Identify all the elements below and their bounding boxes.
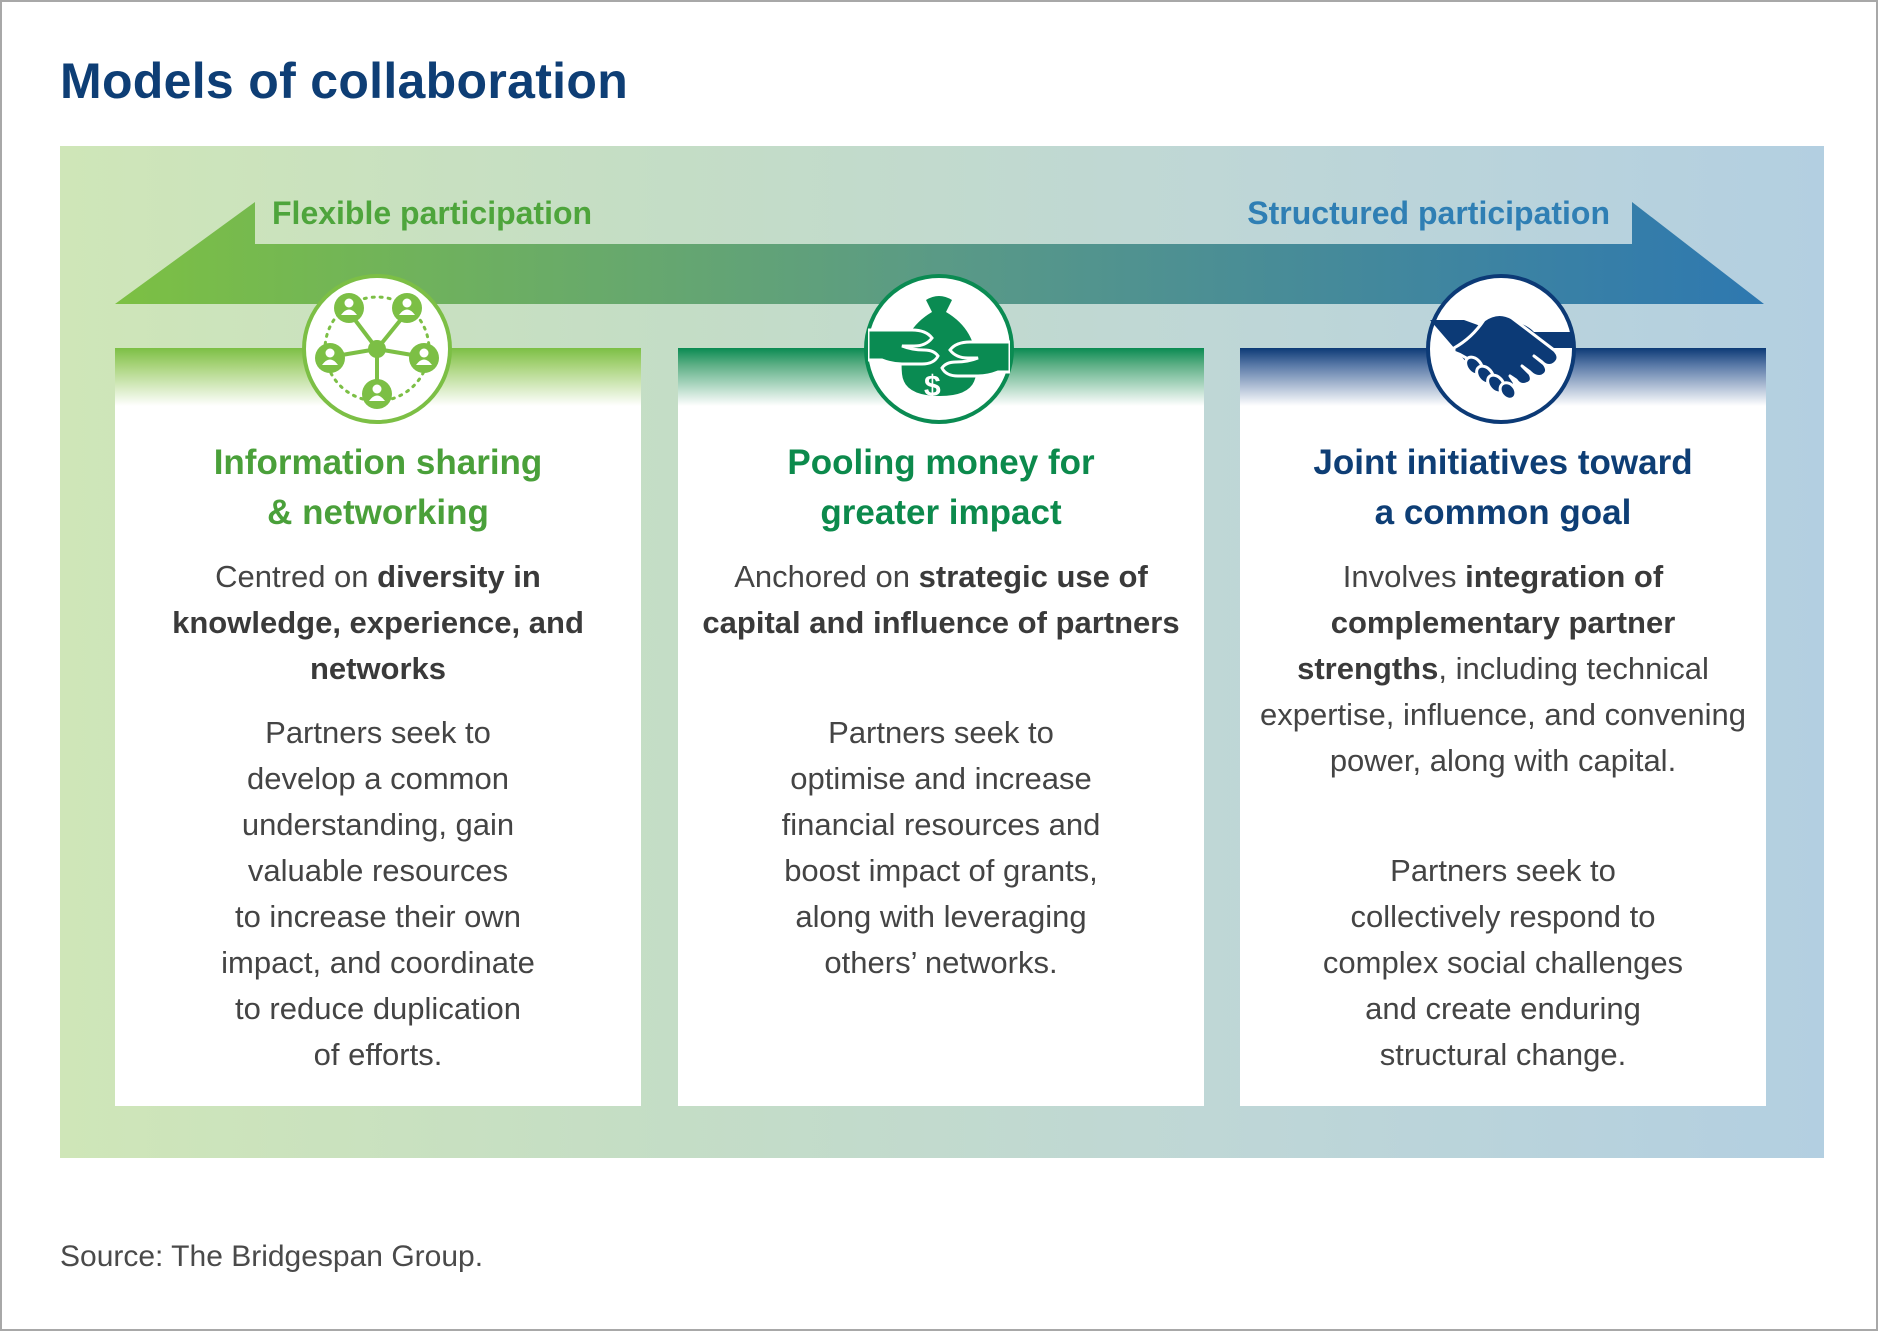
- model-focus: Anchored on strategic use of capital and…: [692, 554, 1190, 646]
- focus-bold: integration of complementary partner str…: [1297, 559, 1676, 686]
- model-description: Partners seek to develop a common unders…: [221, 715, 535, 1072]
- focus-prefix: Involves: [1342, 559, 1466, 594]
- focus-bold: strategic use of capital and influence o…: [702, 559, 1180, 640]
- focus-suffix: , including technical expertise, influen…: [1260, 651, 1746, 778]
- structured-participation-label: Structured participation: [1247, 195, 1610, 231]
- network-people-icon: [302, 274, 452, 424]
- model-description: Partners seek to collectively respond to…: [1322, 853, 1684, 1072]
- focus-bold: diversity in knowledge, experience, and …: [172, 559, 584, 686]
- source-note: Source: The Bridgespan Group.: [60, 1240, 484, 1273]
- model-card-pooling-money: Pooling money for greater impact Anchore…: [678, 348, 1204, 1106]
- focus-prefix: Anchored on: [734, 559, 919, 594]
- model-card-information-sharing: Information sharing & networking Centred…: [115, 348, 641, 1106]
- model-heading: Joint initiatives toward a common goal: [1313, 443, 1693, 532]
- flexible-participation-label: Flexible participation: [272, 195, 593, 231]
- model-description: Partners seek to optimise and increase f…: [781, 715, 1101, 980]
- model-heading: Information sharing & networking: [213, 443, 543, 532]
- handshake-icon: [1426, 274, 1576, 424]
- focus-prefix: Centred on: [215, 559, 378, 594]
- money-bag-hands-icon: $: [864, 274, 1014, 424]
- model-focus: Centred on diversity in knowledge, exper…: [129, 554, 627, 692]
- page-title: Models of collaboration: [60, 53, 629, 109]
- model-heading: Pooling money for greater impact: [787, 443, 1095, 532]
- model-focus: Involves integration of complementary pa…: [1254, 554, 1752, 784]
- double-arrow-shape: [115, 202, 1764, 304]
- model-card-joint-initiatives: Joint initiatives toward a common goal I…: [1240, 348, 1766, 1106]
- svg-text:$: $: [924, 370, 941, 403]
